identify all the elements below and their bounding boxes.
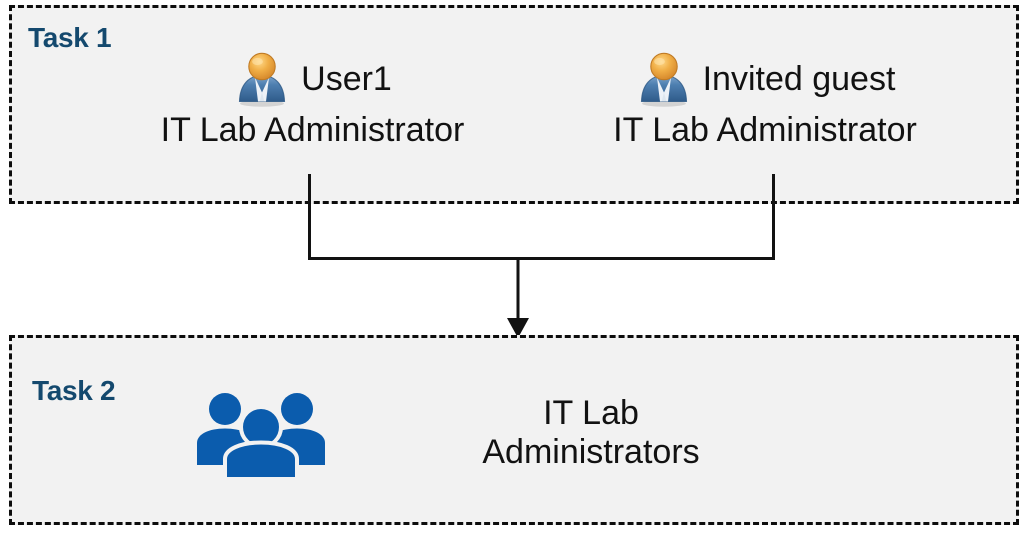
group-name-line-2: Administrators — [482, 433, 700, 471]
person-user1-name: User1 — [301, 60, 392, 98]
person-guest-name: Invited guest — [702, 60, 896, 98]
group-card-it-lab-administrators: IT Lab Administrators — [195, 378, 895, 488]
person-guest-header: Invited guest — [565, 50, 965, 108]
user-icon — [239, 52, 286, 107]
task-2-container — [9, 335, 1019, 525]
person-user1-header: User1 — [120, 50, 505, 108]
task-1-label: Task 1 — [28, 22, 112, 53]
task-1-container — [9, 5, 1019, 204]
person-card-user1: User1 IT Lab Administrator — [120, 50, 505, 149]
user-icon — [640, 52, 687, 107]
person-guest-role: IT Lab Administrator — [613, 111, 917, 149]
person-user1-role: IT Lab Administrator — [160, 111, 465, 149]
person-card-invited-guest: Invited guest IT Lab Administrator — [565, 50, 965, 149]
group-name-line-1: IT Lab — [543, 393, 639, 432]
task-2-label: Task 2 — [32, 375, 116, 406]
people-group-icon — [197, 393, 325, 479]
group-name: IT Lab Administrators — [327, 394, 895, 473]
